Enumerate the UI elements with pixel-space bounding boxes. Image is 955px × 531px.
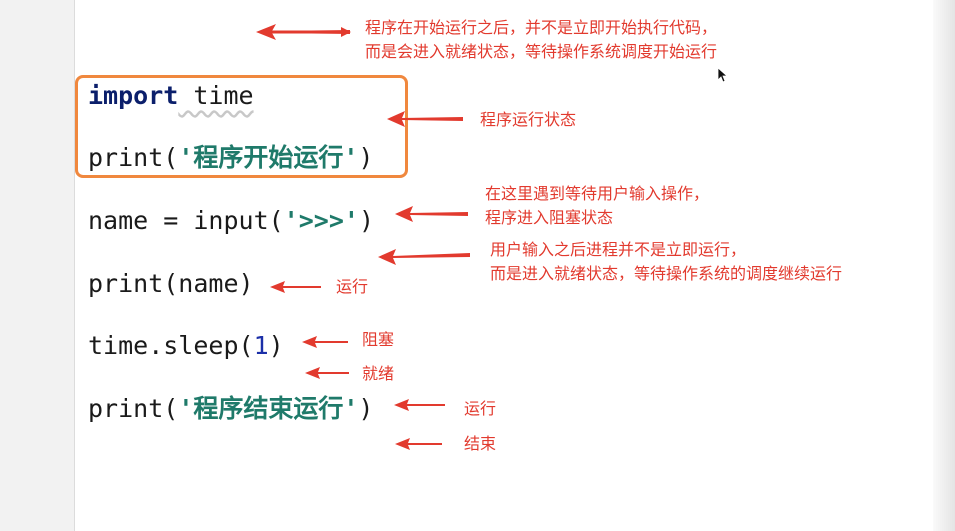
label-run-2: 运行 — [464, 399, 497, 418]
sleep-call: time.sleep( — [88, 331, 254, 360]
input-call: input( — [193, 206, 284, 235]
arrow-run-2 — [394, 399, 445, 411]
assign-prefix: name = — [88, 206, 194, 235]
arrow-running-state — [387, 111, 463, 127]
close-paren: ) — [358, 143, 374, 172]
code-line-sleep: time.sleep(1) — [88, 331, 284, 361]
string-end: '程序结束运行' — [178, 394, 359, 423]
code-line-print-name: print(name) — [88, 269, 254, 298]
arrow-block — [302, 336, 348, 348]
print-call: print( — [88, 143, 179, 172]
import-module: time — [178, 81, 254, 110]
label-ready: 就绪 — [362, 364, 395, 383]
arrow-input — [395, 206, 468, 222]
code-line-print-start: print('程序开始运行') — [88, 143, 373, 173]
note-input-line1: 在这里遇到等待用户输入操作， — [485, 184, 710, 203]
print-call: print( — [88, 394, 179, 423]
prompt-string: '>>>' — [283, 206, 359, 235]
keyword-import: import — [88, 81, 179, 110]
note-after-input-line1: 用户输入之后进程并不是立即运行， — [490, 240, 747, 259]
string-start: '程序开始运行' — [178, 143, 359, 172]
note-input-line2: 程序进入阻塞状态 — [485, 208, 614, 227]
code-line-import: import time — [88, 81, 254, 111]
editor-gutter — [0, 0, 75, 531]
mouse-cursor-icon — [717, 67, 729, 83]
label-end: 结束 — [464, 434, 497, 453]
note-after-input-line2: 而是进入就绪状态，等待操作系统的调度继续运行 — [490, 264, 843, 283]
note-top-line1: 程序在开始运行之后，并不是立即开始执行代码， — [365, 18, 718, 37]
close-paren: ) — [358, 394, 374, 423]
label-block: 阻塞 — [362, 330, 395, 349]
note-running-state: 程序运行状态 — [480, 110, 577, 129]
close-paren: ) — [268, 331, 284, 360]
arrow-run-1 — [270, 281, 321, 293]
sleep-number: 1 — [253, 331, 269, 360]
arrow-ready — [305, 367, 349, 379]
highlight-box — [75, 75, 408, 178]
arrow-top-shape — [256, 24, 350, 40]
scroll-edge[interactable] — [933, 0, 955, 531]
note-top-line2: 而是会进入就绪状态，等待操作系统调度开始运行 — [365, 42, 718, 61]
code-line-input: name = input('>>>') — [88, 206, 374, 236]
code-line-print-end: print('程序结束运行') — [88, 394, 373, 424]
arrow-end — [395, 438, 442, 450]
close-paren: ) — [358, 206, 374, 235]
label-run-1: 运行 — [336, 277, 369, 296]
arrow-after-input — [378, 249, 470, 265]
